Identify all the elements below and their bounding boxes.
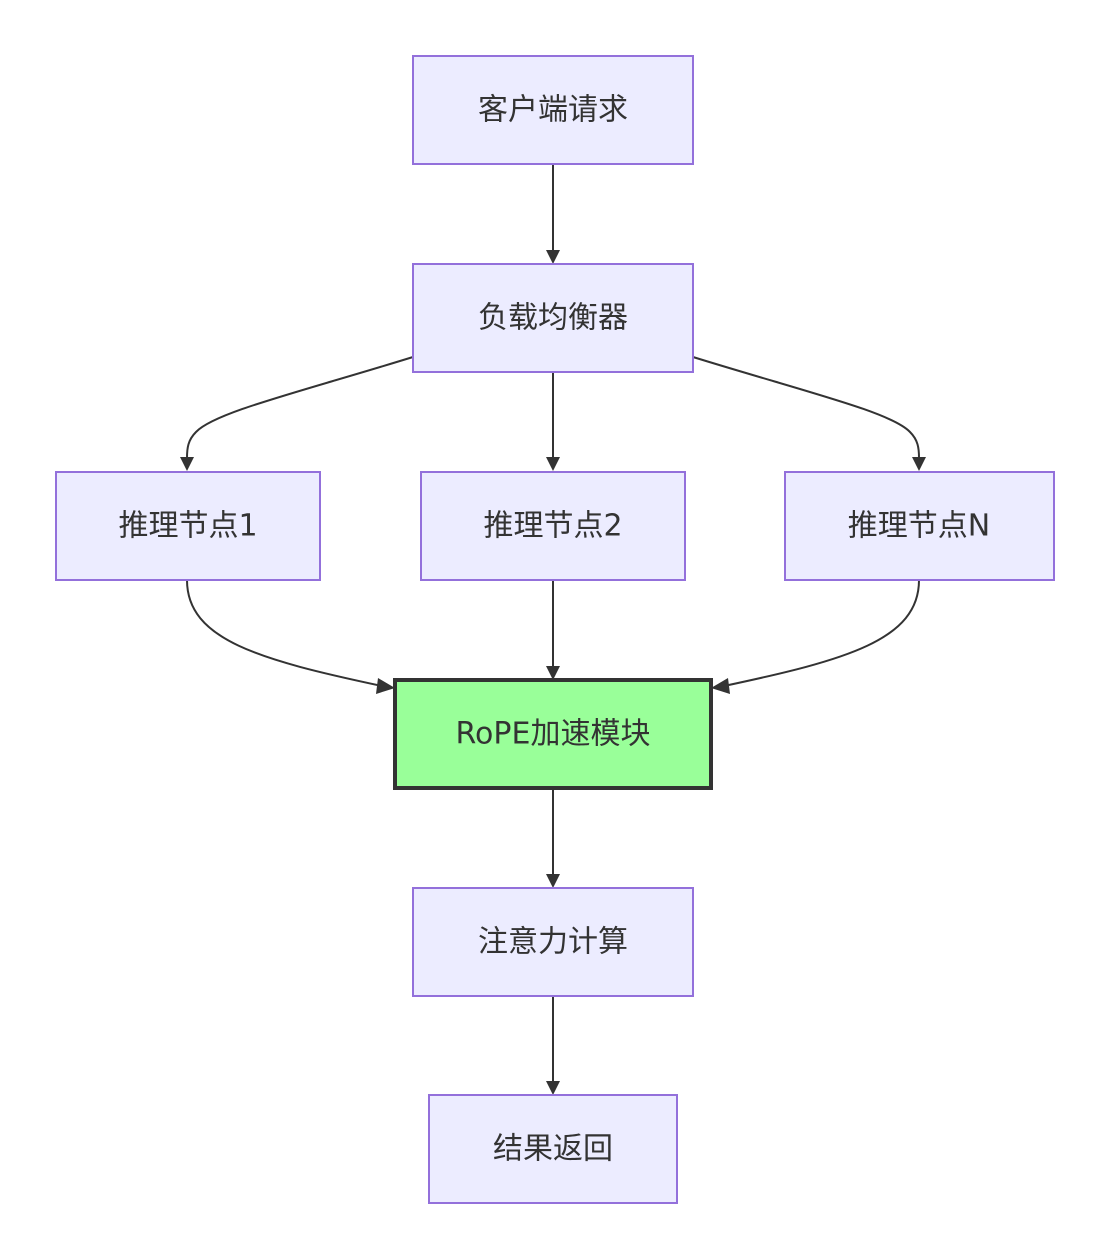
- node-inference-n[interactable]: 推理节点N: [784, 471, 1055, 581]
- node-label: 推理节点N: [848, 509, 990, 544]
- arrow-head: [546, 874, 560, 888]
- edge-noden-to-rope: [723, 579, 920, 687]
- edges: [180, 164, 926, 1095]
- arrow-head: [546, 457, 560, 471]
- node-inference-2[interactable]: 推理节点2: [420, 471, 686, 581]
- node-load-balancer[interactable]: 负载均衡器: [412, 263, 694, 373]
- node-label: 负载均衡器: [478, 301, 628, 336]
- node-label: 客户端请求: [478, 93, 628, 128]
- node-label: 结果返回: [493, 1132, 613, 1167]
- edge-lb-to-noden: [692, 356, 920, 459]
- arrow-head: [180, 457, 194, 471]
- node-rope-module[interactable]: RoPE加速模块: [393, 678, 713, 790]
- arrow-head: [376, 678, 395, 694]
- arrow-head: [546, 250, 560, 264]
- node-label: RoPE加速模块: [456, 717, 651, 752]
- arrow-head: [546, 666, 560, 680]
- node-result-return[interactable]: 结果返回: [428, 1094, 678, 1204]
- arrow-head: [912, 457, 926, 471]
- node-label: 推理节点1: [118, 509, 257, 544]
- arrow-head: [546, 1081, 560, 1095]
- edge-node1-to-rope: [186, 579, 383, 687]
- edge-lb-to-node1: [186, 356, 414, 459]
- node-label: 推理节点2: [483, 509, 622, 544]
- node-client-request[interactable]: 客户端请求: [412, 55, 694, 165]
- node-label: 注意力计算: [478, 925, 628, 960]
- arrow-head: [711, 678, 730, 694]
- node-inference-1[interactable]: 推理节点1: [55, 471, 321, 581]
- node-attention-compute[interactable]: 注意力计算: [412, 887, 694, 997]
